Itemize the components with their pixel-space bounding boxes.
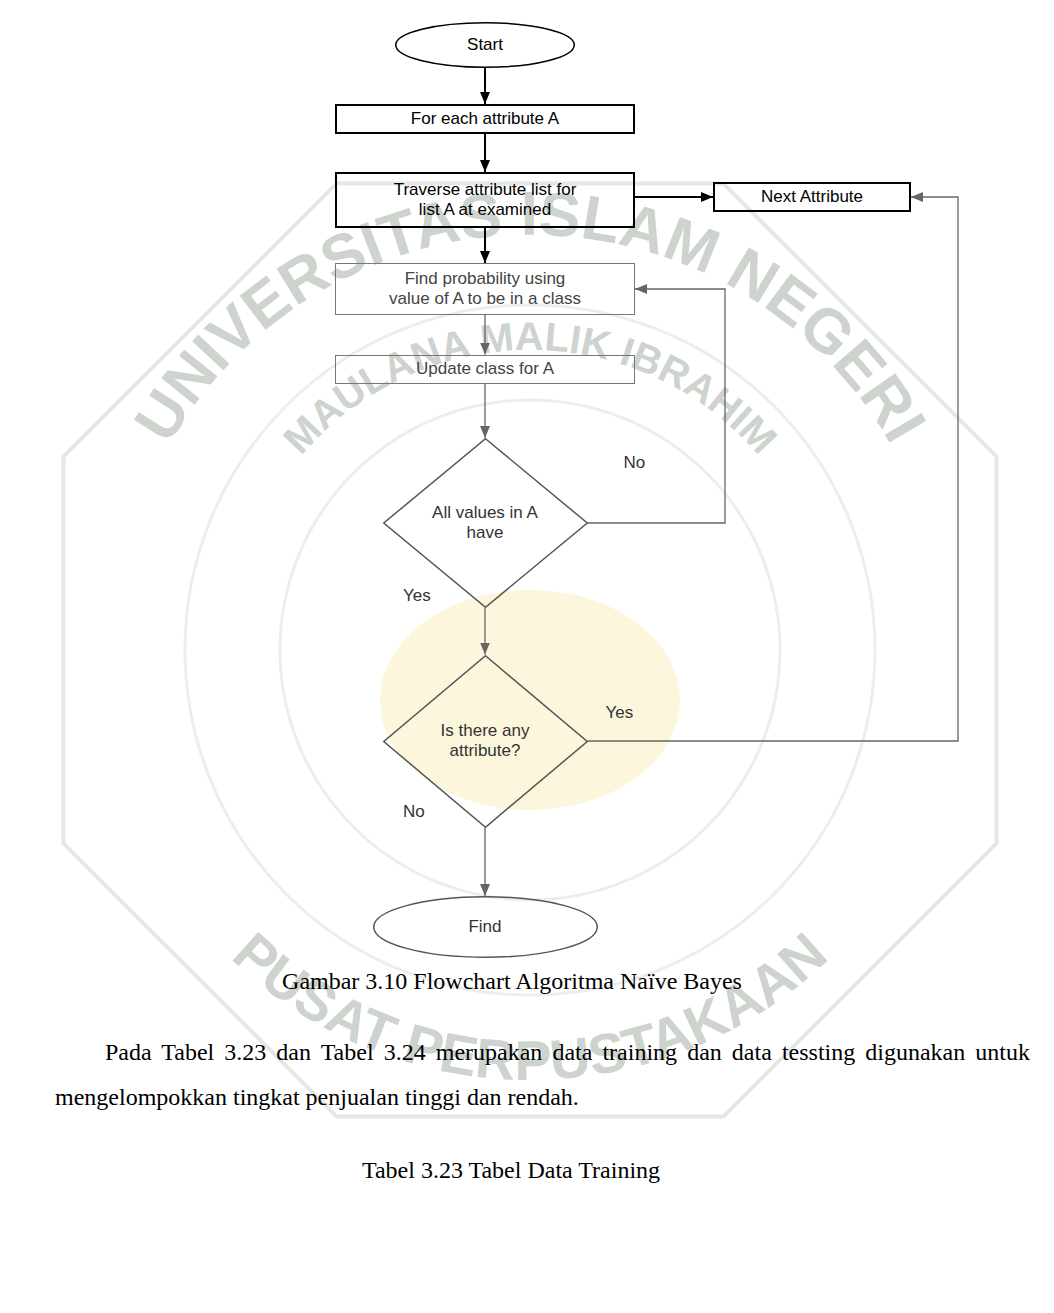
process-box: For each attribute A [335,104,635,134]
diamond-shape [383,439,587,608]
table-title: Tabel 3.23 Tabel Data Training [0,1155,1022,1185]
end-terminal: Find [373,896,598,958]
flow-arrow [484,828,485,897]
flow-arrow [484,228,486,263]
node-text: Find [468,917,501,937]
watermark-path-text: PUSAT PERPUSTAKAAN [222,920,839,1092]
edge-label: No [403,802,425,822]
process-box: Traverse attribute list for list A at ex… [335,172,635,228]
diamond-shape [383,655,587,827]
node-text: Next Attribute [761,187,863,207]
figure-caption: Gambar 3.10 Flowchart Algoritma Naïve Ba… [0,966,1024,996]
flow-arrow [484,315,485,355]
flow-arrow [484,68,486,104]
node-text: Is there any attribute? [425,721,545,761]
flow-arrow [588,197,959,741]
watermark-text: PUSAT PERPUSTAKAAN [222,920,839,1092]
decision-diamond: All values in A have [383,438,588,608]
flow-arrow [484,384,485,439]
flow-arrow [484,134,486,172]
watermark-text: MAULANA MALIK IBRAHIM [275,314,786,461]
process-box: Update class for A [335,355,635,384]
flow-arrow [484,608,485,655]
ellipse-shape [373,897,597,958]
watermark-ring [280,400,780,900]
watermark-path-text: MAULANA MALIK IBRAHIM [275,314,786,461]
process-box: Find probability using value of A to be … [335,263,635,315]
node-text: For each attribute A [411,109,559,129]
node-text: Start [467,35,503,55]
node-text: Update class for A [416,359,554,379]
node-text: Find probability using value of A to be … [385,269,585,309]
ellipse-shape [396,23,575,68]
node-text: All values in A have [425,503,545,543]
edge-label: Yes [606,703,634,723]
body-paragraph: Pada Tabel 3.23 dan Tabel 3.24 merupakan… [55,1030,1030,1120]
node-text: Traverse attribute list for list A at ex… [385,180,585,220]
flow-arrow [588,289,726,523]
start-terminal: Start [395,22,575,68]
process-box: Next Attribute [713,182,911,212]
edge-label: Yes [403,586,431,606]
edge-label: No [624,453,646,473]
watermark-ring [185,305,875,995]
flow-arrow [635,196,713,198]
